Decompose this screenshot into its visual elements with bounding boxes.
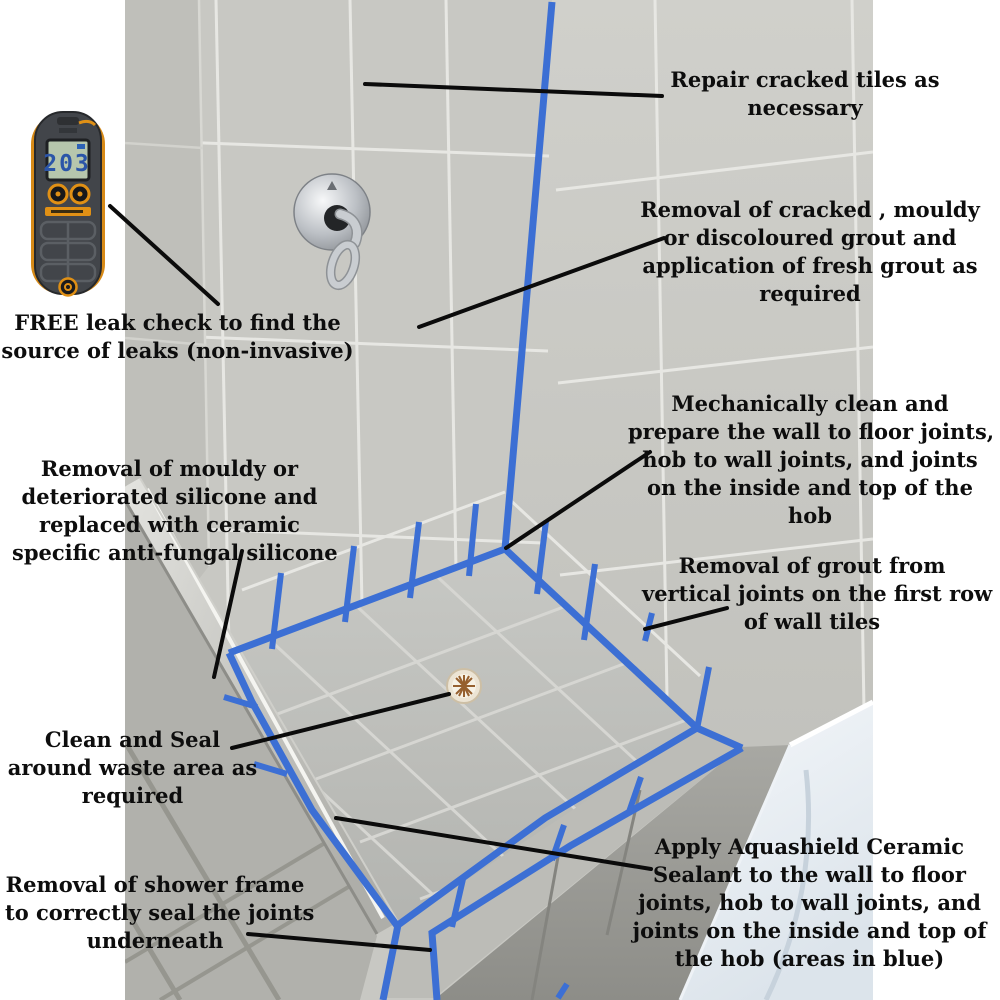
shower-hob	[383, 728, 791, 1000]
pointer-aquashield-sealant	[334, 816, 653, 871]
annotation-shower-frame: Removal of shower frame to correctly sea…	[5, 872, 315, 953]
pointer-leak-check	[108, 204, 220, 306]
blue-tape-joints	[223, 1, 744, 1000]
pointer-silicone-replacement	[212, 549, 244, 679]
annotation-repair-tiles: Repair cracked tiles as necessary	[670, 67, 940, 120]
annotation-waste-seal: Clean and Seal around waste area as requ…	[7, 727, 258, 808]
moisture-meter-body: 203	[31, 111, 105, 297]
moisture-meter: 203	[27, 110, 109, 298]
right-wall	[505, 0, 873, 748]
right-wall-grout	[506, 0, 873, 711]
meter-logo-swoosh	[78, 119, 97, 127]
pointer-grout-renewal	[417, 236, 666, 329]
meter-bottom-button	[58, 277, 78, 297]
pointer-grout-vertical-joints	[643, 606, 729, 631]
shower-mixer	[293, 173, 371, 291]
pointer-waste-seal	[230, 692, 451, 750]
shower-floor	[231, 550, 697, 926]
meter-lcd	[45, 138, 91, 182]
annotation-grout-renewal: Removal of cracked , mouldy or discolour…	[640, 197, 980, 306]
bathtub	[678, 699, 873, 1000]
annotation-pointer-lines	[108, 82, 729, 952]
pointer-shower-frame	[246, 932, 432, 952]
meter-reading: 203	[43, 151, 91, 177]
pointer-repair-tiles	[363, 82, 664, 98]
annotation-leak-check: FREE leak check to find the source of le…	[1, 310, 354, 363]
annotation-silicone-replacement: Removal of mouldy or deteriorated silico…	[12, 456, 338, 565]
annotation-grout-vertical-joints: Removal of grout from vertical joints on…	[642, 553, 993, 634]
bathroom-floor	[125, 492, 377, 1000]
floor-drain	[446, 668, 482, 704]
shower-frame-track	[125, 477, 399, 935]
annotation-mechanical-clean: Mechanically clean and prepare the wall …	[628, 391, 995, 528]
meter-lcd-icon	[77, 144, 85, 149]
annotation-aquashield-sealant: Apply Aquashield Ceramic Sealant to the …	[632, 834, 987, 971]
pointer-mechanical-clean	[504, 450, 652, 550]
